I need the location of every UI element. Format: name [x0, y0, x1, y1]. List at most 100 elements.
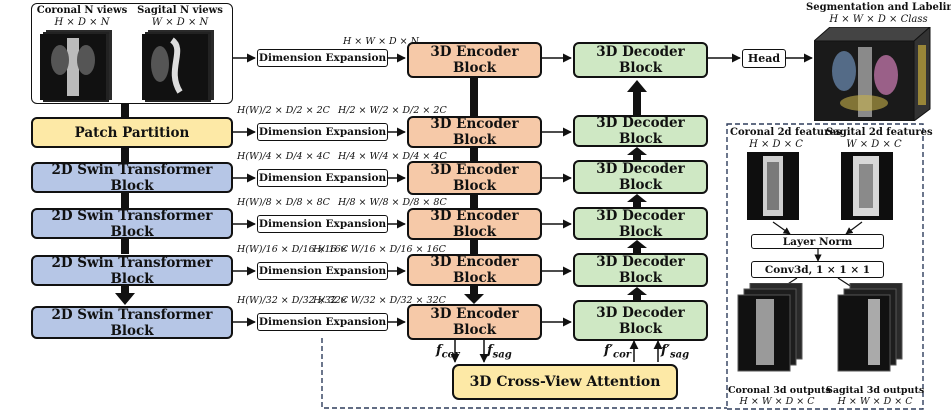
sagital-input-dims: W × D × N: [151, 16, 209, 28]
coronal-2d-label: Coronal 2d features: [730, 127, 842, 138]
dim-label-row4-in: H(W)/16 × D/16 × 16C: [237, 244, 349, 255]
coronal-3d-label: Coronal 3d outputs: [728, 385, 831, 396]
dim-label-row2-out: H/4 × W/4 × D/4 × 4C: [338, 151, 447, 162]
detail-panel-border: [726, 123, 924, 410]
edge-patch-to-swin1: [121, 148, 129, 162]
layer-norm-block: Layer Norm: [751, 234, 884, 249]
fsag-label: fsag: [487, 343, 512, 361]
cube-side-label-strip: [918, 45, 926, 105]
dim-label-row0-in: H × W × D × N: [343, 36, 419, 47]
coronal-input-caption: Coronal N views H × D × N: [34, 5, 130, 28]
edge-dec1-to-dec0: [627, 80, 647, 115]
encoder-block-2: 3D Encoder Block: [407, 161, 542, 195]
feature-maps-2d: [747, 152, 893, 220]
sagital-2d-dims: W × D × C: [846, 138, 902, 150]
decoder-block-0: 3D Decoder Block: [573, 42, 708, 78]
fsag-text: sag: [492, 349, 512, 361]
edge-enc0-to-enc1: [470, 78, 478, 116]
edge-dec4-to-dec3: [627, 240, 647, 253]
encoder-block-1: 3D Encoder Block: [407, 116, 542, 148]
conv3d-block: Conv3d, 1 × 1 × 1: [751, 261, 884, 278]
edge-cor2d-to-layernorm: [772, 221, 791, 235]
dim-expansion-4: Dimension Expansion: [257, 262, 388, 280]
sagital-spine: [169, 37, 183, 94]
sagital-3d-stack-front: [837, 294, 891, 372]
swin-block-1: 2D Swin Transformer Block: [31, 162, 233, 194]
decoder-block-5: 3D Decoder Block: [573, 300, 708, 341]
sagital-body: [151, 46, 169, 82]
dim-label-row3-in: H(W)/8 × D/8 × 8C: [237, 197, 330, 208]
cube-top-face: [814, 27, 931, 42]
dim-expansion-1: Dimension Expansion: [257, 123, 388, 141]
patch-partition-block: Patch Partition: [31, 117, 233, 148]
coronal-2d-dims: H × D × C: [749, 138, 803, 150]
fsag-prime-text: sag: [670, 349, 690, 361]
edge-dec3-to-dec2: [627, 194, 647, 207]
decoder-block-3: 3D Decoder Block: [573, 207, 708, 240]
input-ct-views: [40, 30, 214, 102]
edge-swin2-to-swin3: [121, 239, 129, 254]
dim-expansion-2: Dimension Expansion: [257, 169, 388, 187]
encoder-block-3: 3D Encoder Block: [407, 208, 542, 240]
output-caption: Segmentation and Labeling H × W × D × Cl…: [806, 2, 951, 25]
dim-label-row3-out: H/8 × W/8 × D/8 × 8C: [338, 197, 447, 208]
encoder-block-0: 3D Encoder Block: [407, 42, 542, 78]
sagital-2d-feature-core: [859, 164, 873, 208]
edge-input-to-patch: [121, 104, 129, 118]
coronal-3d-dims: H × W × D × C: [739, 395, 815, 407]
output-dims: H × W × D × Class: [829, 13, 928, 25]
swin-block-4: 2D Swin Transformer Block: [31, 306, 233, 339]
sagital-2d-label: Sagital 2d features: [826, 127, 933, 138]
swin-block-2: 2D Swin Transformer Block: [31, 208, 233, 240]
coronal-left-lung: [51, 45, 69, 75]
swin-block-3: 2D Swin Transformer Block: [31, 255, 233, 287]
edge-dec5-to-dec4: [627, 287, 647, 300]
coronal-2d-feature-core: [767, 162, 779, 210]
sagital-3d-feature-highlight: [868, 299, 880, 365]
dim-expansion-3: Dimension Expansion: [257, 215, 388, 233]
edge-enc2-to-enc3: [470, 195, 478, 208]
fcor-text: cor: [441, 349, 460, 361]
dim-label-row1-in: H(W)/2 × D/2 × 2C: [237, 105, 330, 116]
edge-enc3-to-enc4: [470, 240, 478, 254]
coronal-3d-caption: Coronal 3d outputs H × W × D × C: [728, 385, 831, 408]
sagital-3d-label: Sagital 3d outputs: [826, 385, 925, 396]
output-title: Segmentation and Labeling: [806, 2, 951, 13]
sagital-3d-dims: H × W × D × C: [837, 395, 913, 407]
decoder-block-1: 3D Decoder Block: [573, 115, 708, 147]
feature-maps-3d: [737, 283, 903, 372]
sagital-3d-caption: Sagital 3d outputs H × W × D × C: [826, 385, 925, 408]
dim-label-row5-out: H/32 × W/32 × D/32 × 32C: [313, 295, 446, 306]
dim-expansion-0: Dimension Expansion: [257, 49, 388, 67]
sagital-input-caption: Sagital N views W × D × N: [132, 5, 228, 28]
edge-dec2-to-dec1: [627, 147, 647, 160]
sagital-input-label: Sagital N views: [137, 5, 223, 16]
encoder-block-4: 3D Encoder Block: [407, 254, 542, 286]
encoder-block-5: 3D Encoder Block: [407, 304, 542, 340]
edge-enc4-to-enc5: [464, 286, 484, 304]
dim-label-row1-out: H/2 × W/2 × D/2 × 2C: [338, 105, 447, 116]
cube-organ-yellow: [840, 95, 888, 111]
cube-organ-blue: [832, 51, 856, 91]
dim-label-row2-in: H(W)/4 × D/4 × 4C: [237, 151, 330, 162]
coronal-2d-caption: Coronal 2d features H × D × C: [730, 127, 841, 150]
detail-panel-connector: [321, 338, 727, 409]
coronal-spine: [67, 38, 79, 96]
coronal-input-label: Coronal N views: [36, 5, 128, 16]
fcor-prime-text: cor: [613, 349, 632, 361]
coronal-3d-feature-highlight: [756, 299, 774, 365]
edge-enc1-to-enc2: [470, 148, 478, 161]
dim-expansion-5: Dimension Expansion: [257, 313, 388, 331]
dim-label-row5-in: H(W)/32 × D/32 × 32C: [237, 295, 349, 306]
coronal-input-dims: H × D × N: [54, 16, 110, 28]
output-volume-cube: [814, 27, 931, 121]
sagital-2d-caption: Sagital 2d features W × D × C: [826, 127, 933, 150]
edge-swin1-to-swin2: [121, 193, 129, 208]
edge-swin3-to-swin4: [115, 285, 135, 305]
edge-sag2d-to-layernorm: [845, 221, 863, 235]
cube-organ-pink: [874, 55, 898, 95]
coronal-right-lung: [77, 45, 95, 75]
fcor-label: fcor: [436, 343, 460, 361]
